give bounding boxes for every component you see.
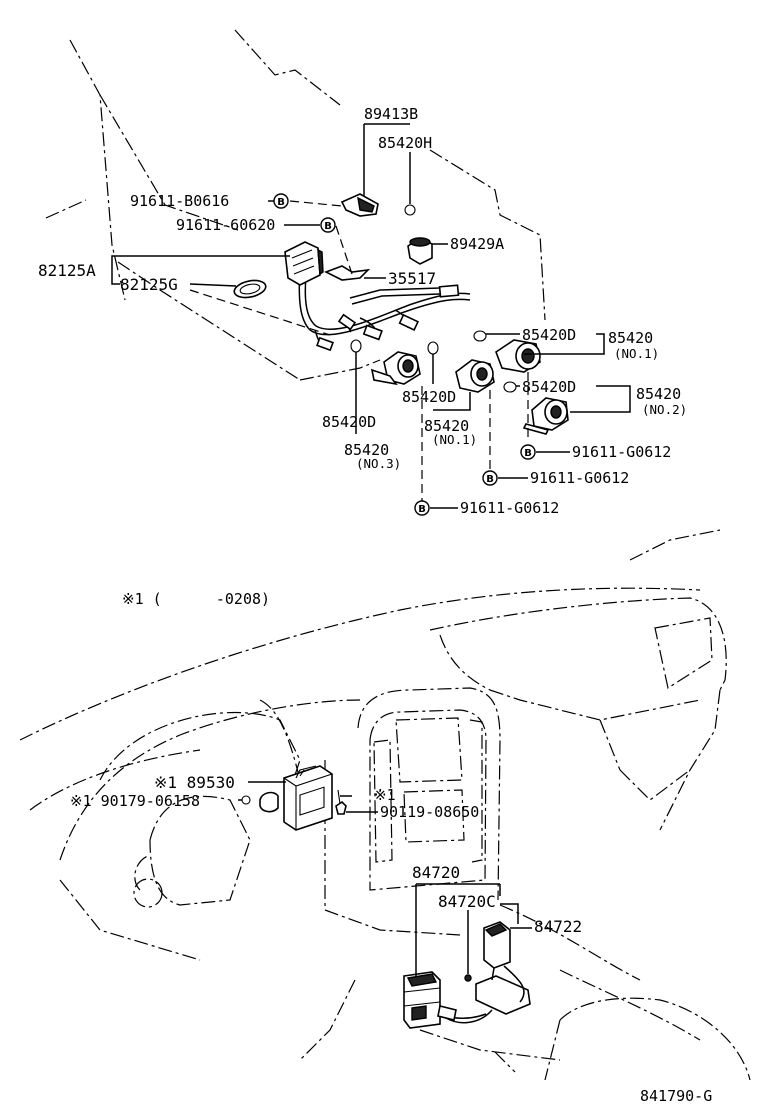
sensor-85420-no2 [522,397,569,435]
label-84722: 84722 [534,917,582,936]
label-no1-c: (NO.1) [432,432,477,447]
label-85420D-b: 85420D [522,378,576,396]
ecu-89530 [283,765,333,831]
label-90119-08650: 90119-08650 [380,803,479,821]
sensor-85420-no3 [370,351,421,386]
bolt-circle-91611-G0612-c: B [414,500,430,516]
o-ring-85420D-1 [473,330,487,342]
o-ring-85420D-4 [350,339,362,353]
screw-90119-08650 [335,789,347,815]
note-text: ※1 ( -0208) [122,590,270,608]
label-no2: (NO.2) [642,402,687,417]
o-ring-85420D-2 [503,381,517,393]
leader-lines-bottom [238,781,532,976]
sensor-89429A [407,237,433,265]
bolt-circle-91611-G0612-a: B [520,444,536,460]
switch-84720 [403,971,441,1029]
svg-text:B: B [418,504,426,515]
o-ring-85420D-3 [427,341,439,355]
label-90179-06158: ※1 90179-06158 [70,792,200,810]
clip-90179-06158 [241,791,279,813]
nut-84720C [464,974,472,982]
bracket-35517 [324,265,371,281]
label-82125G: 82125G [120,275,178,294]
bolt-circle-91611-B0616: B [273,193,289,209]
bolt-circle-91611-60620: B [320,217,336,233]
label-91611-G0612-b: 91611-G0612 [530,469,629,487]
label-85420H: 85420H [378,134,432,152]
label-82125A: 82125A [38,261,96,280]
svg-text:B: B [277,197,285,208]
svg-text:B: B [486,474,494,485]
label-no3: (NO.3) [356,456,401,471]
label-85420-d: 85420 [344,441,389,459]
label-89429A: 89429A [450,235,504,253]
body-outline-top [45,29,546,381]
sensor-85420-no1-center [455,359,495,393]
label-91611-60620: 91611-60620 [176,216,275,234]
sensor-84722 [437,921,531,1024]
diagram-code: 841790-G [640,1087,712,1105]
sensor-89413B [340,193,379,217]
leader-lines-top [111,123,631,509]
svg-text:B: B [324,221,332,232]
label-35517: 35517 [388,269,436,288]
dashboard-outline [19,529,751,1081]
label-89530: ※1 89530 [154,773,235,792]
label-85420D-d: 85420D [322,413,376,431]
label-85420-b: 85420 [636,385,681,403]
label-84720C: 84720C [438,892,496,911]
wire-harness [284,241,471,352]
label-no1-a: (NO.1) [614,346,659,361]
sensor-85420-no1-right [495,339,541,373]
label-91611-B0616: 91611-B0616 [130,192,229,210]
label-91611-G0612-c: 91611-G0612 [460,499,559,517]
label-85420D-a: 85420D [522,326,576,344]
label-91611-G0612-a: 91611-G0612 [572,443,671,461]
grommet [233,279,267,299]
label-85420D-c: 85420D [402,388,456,406]
bolt-circle-91611-G0612-b: B [482,470,498,486]
o-ring-85420H [404,204,416,216]
label-note-mark: ※1 [374,786,396,804]
svg-text:B: B [524,448,532,459]
label-89413B: 89413B [364,105,418,123]
label-85420-c: 85420 [424,417,469,435]
label-84720: 84720 [412,863,460,882]
label-85420-a: 85420 [608,329,653,347]
